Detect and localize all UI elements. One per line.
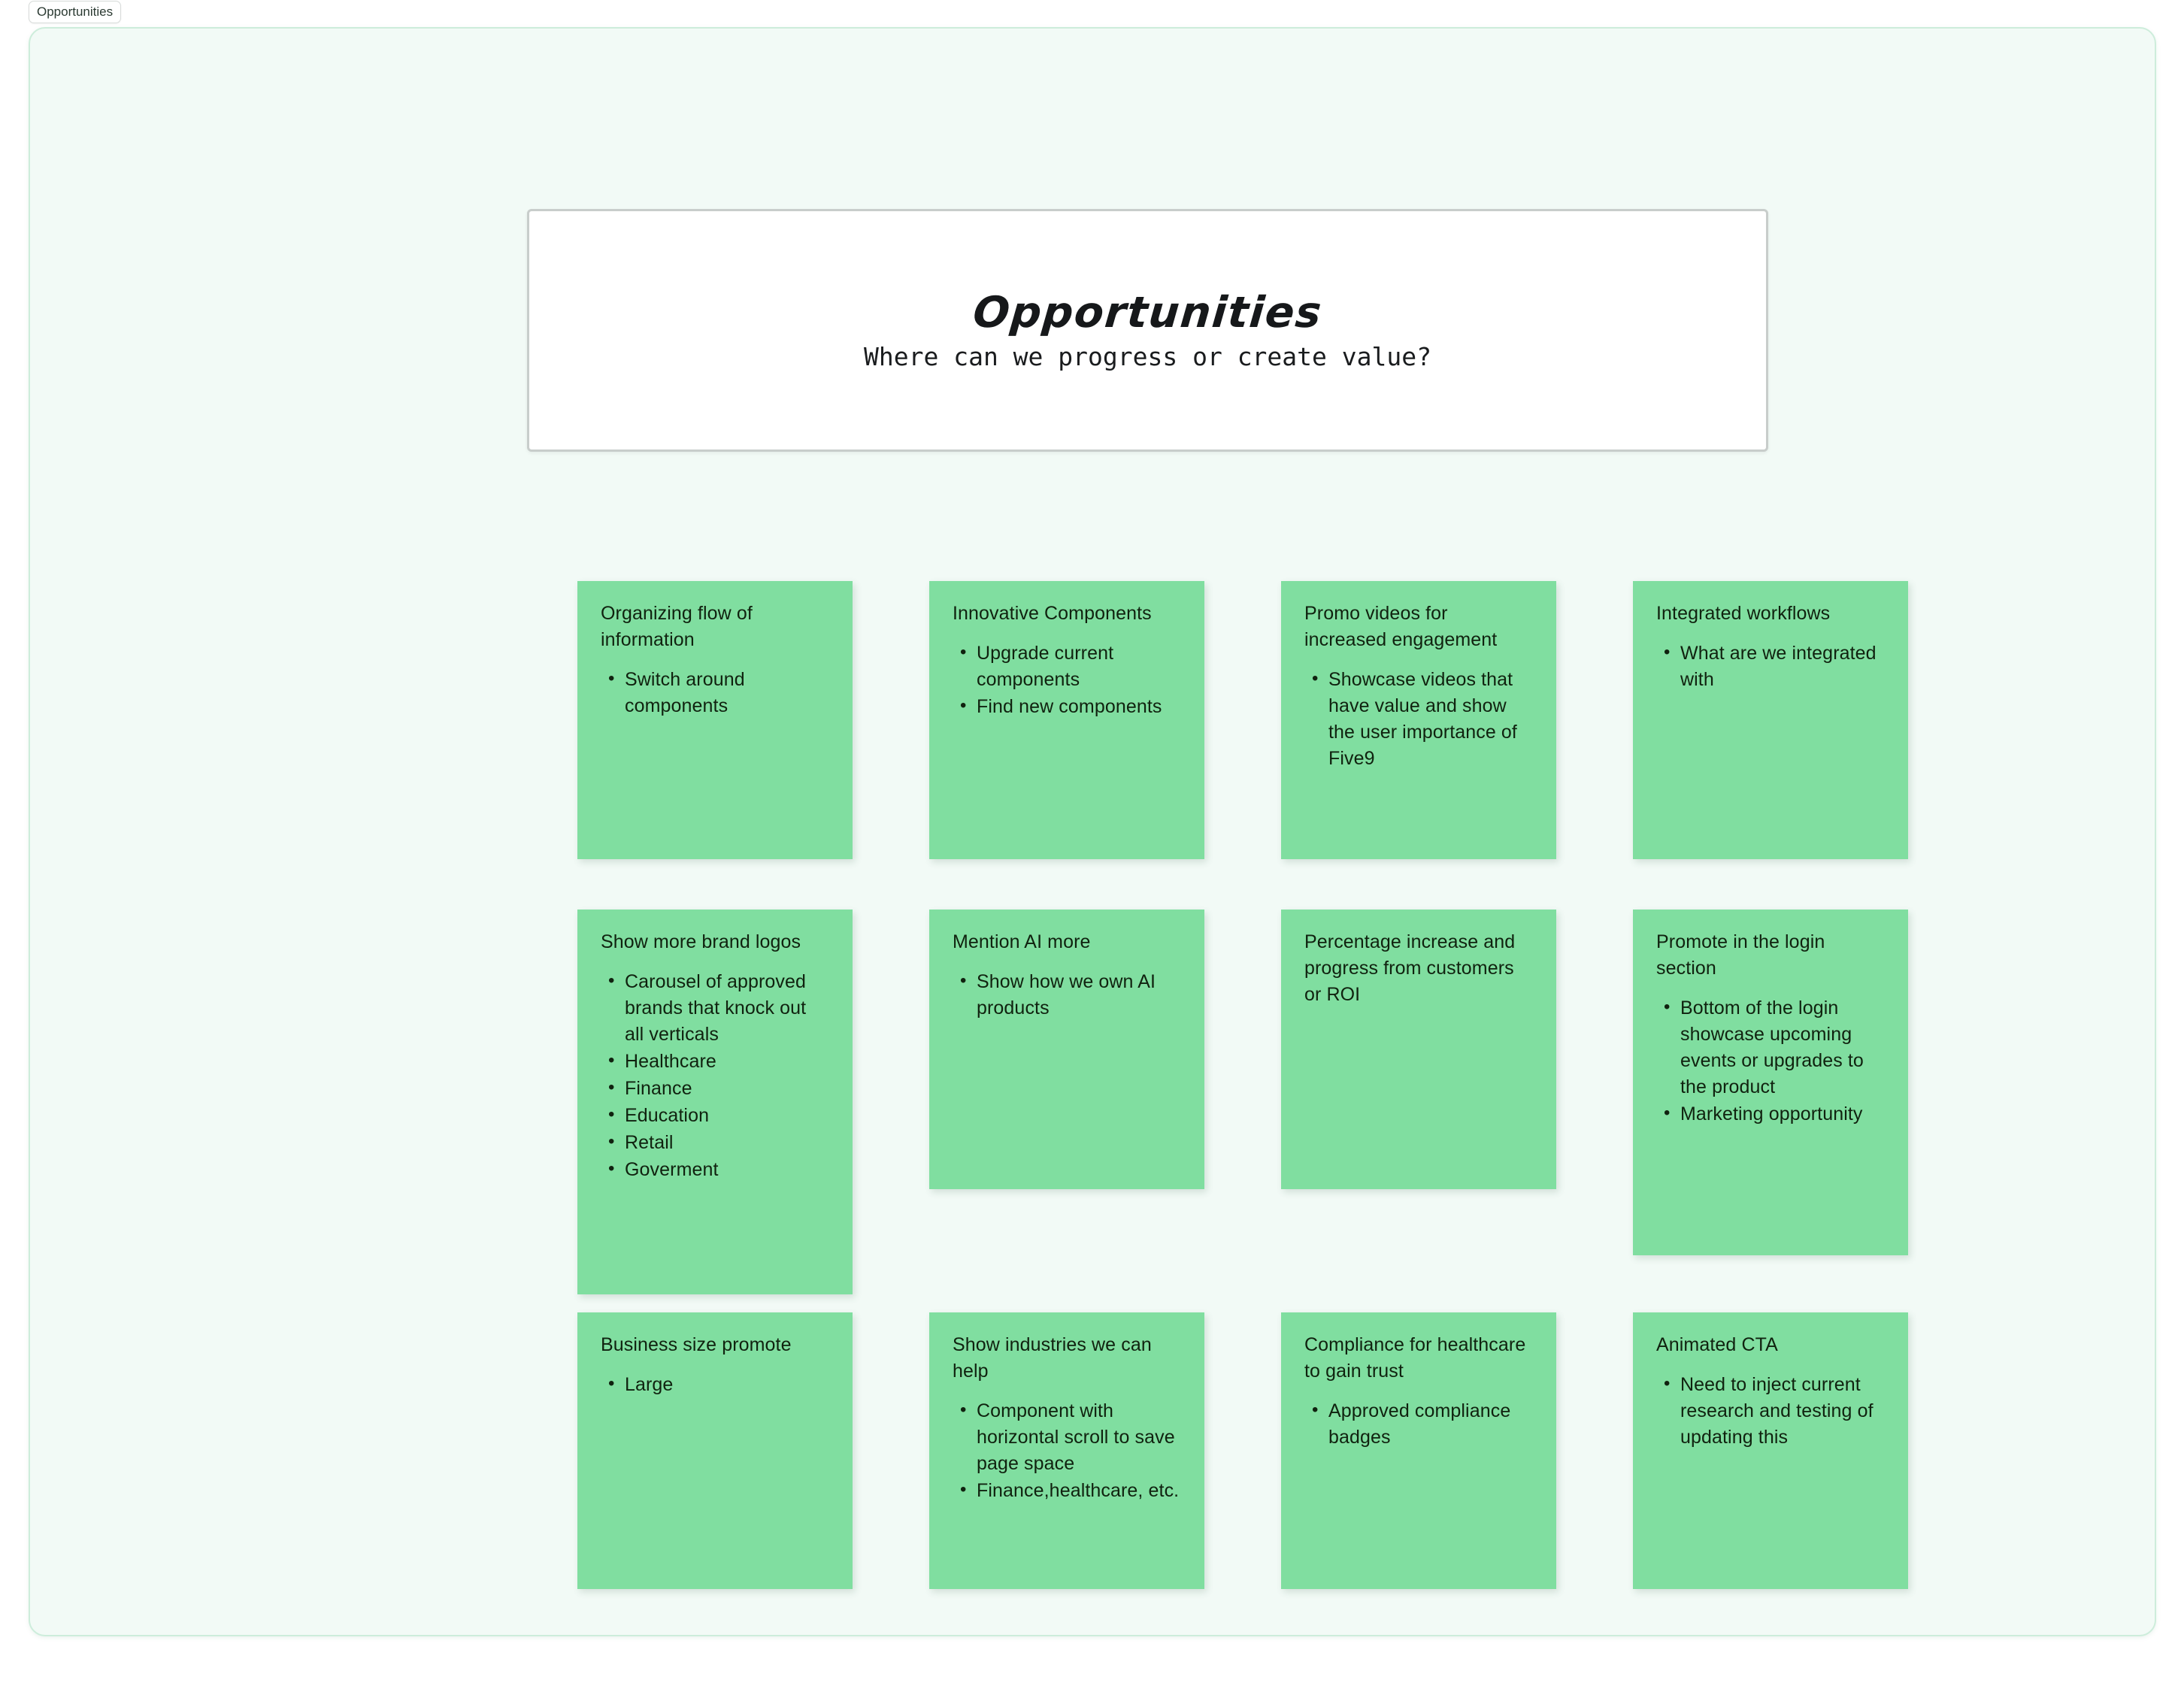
sticky-note[interactable]: Business size promote Large bbox=[577, 1312, 853, 1589]
note-list-item: Bottom of the login showcase upcoming ev… bbox=[1664, 994, 1884, 1100]
sticky-note[interactable]: Promote in the login section Bottom of t… bbox=[1633, 910, 1908, 1255]
sticky-note[interactable]: Organizing flow of information Switch ar… bbox=[577, 581, 853, 859]
note-list-item: Upgrade current components bbox=[960, 640, 1180, 693]
tab-opportunities[interactable]: Opportunities bbox=[29, 1, 122, 23]
board-canvas[interactable]: Opportunities Where can we progress or c… bbox=[29, 27, 2156, 1636]
note-list-item: Finance,healthcare, etc. bbox=[960, 1477, 1180, 1504]
sticky-note[interactable]: Percentage increase and progress from cu… bbox=[1281, 910, 1556, 1189]
note-list: Need to inject current research and test… bbox=[1656, 1371, 1884, 1451]
note-list: Large bbox=[601, 1371, 828, 1398]
page-title: Opportunities bbox=[971, 288, 1325, 337]
sticky-note[interactable]: Mention AI more Show how we own AI produ… bbox=[929, 910, 1204, 1189]
note-list-item: What are we integrated with bbox=[1664, 640, 1884, 693]
note-list-item: Need to inject current research and test… bbox=[1664, 1371, 1884, 1451]
note-title: Animated CTA bbox=[1656, 1334, 1778, 1355]
note-title: Show industries we can help bbox=[953, 1334, 1152, 1382]
note-list-item: Approved compliance badges bbox=[1312, 1397, 1532, 1451]
note-list: Carousel of approved brands that knock o… bbox=[601, 968, 828, 1183]
note-list-item: Switch around components bbox=[608, 666, 828, 719]
note-list: Switch around components bbox=[601, 666, 828, 719]
note-list-item: Showcase videos that have value and show… bbox=[1312, 666, 1532, 772]
note-list-item: Show how we own AI products bbox=[960, 968, 1180, 1022]
header-card: Opportunities Where can we progress or c… bbox=[527, 209, 1768, 452]
sticky-note[interactable]: Show industries we can help Component wi… bbox=[929, 1312, 1204, 1589]
note-list: What are we integrated with bbox=[1656, 640, 1884, 693]
note-list: Showcase videos that have value and show… bbox=[1304, 666, 1532, 772]
sticky-note-grid: Organizing flow of information Switch ar… bbox=[577, 581, 1939, 1589]
note-list-item: Finance bbox=[608, 1075, 828, 1102]
sticky-note[interactable]: Show more brand logos Carousel of approv… bbox=[577, 910, 853, 1294]
note-row-1: Organizing flow of information Switch ar… bbox=[577, 581, 1939, 859]
note-title: Percentage increase and progress from cu… bbox=[1304, 931, 1516, 1005]
note-title: Promote in the login section bbox=[1656, 931, 1825, 979]
note-list: Bottom of the login showcase upcoming ev… bbox=[1656, 994, 1884, 1128]
note-title: Compliance for healthcare to gain trust bbox=[1304, 1334, 1526, 1382]
sticky-note[interactable]: Promo videos for increased engagement Sh… bbox=[1281, 581, 1556, 859]
note-title: Organizing flow of information bbox=[601, 603, 753, 650]
note-title: Business size promote bbox=[601, 1334, 792, 1355]
tab-strip: Opportunities bbox=[0, 0, 2184, 32]
sticky-note[interactable]: Animated CTA Need to inject current rese… bbox=[1633, 1312, 1908, 1589]
sticky-note[interactable]: Integrated workflows What are we integra… bbox=[1633, 581, 1908, 859]
sticky-note[interactable]: Compliance for healthcare to gain trust … bbox=[1281, 1312, 1556, 1589]
note-list-item: Carousel of approved brands that knock o… bbox=[608, 968, 828, 1048]
note-list-item: Marketing opportunity bbox=[1664, 1100, 1884, 1128]
note-list-item: Goverment bbox=[608, 1156, 828, 1183]
note-list-item: Retail bbox=[608, 1129, 828, 1156]
note-list-item: Large bbox=[608, 1371, 828, 1398]
note-list: Show how we own AI products bbox=[953, 968, 1180, 1022]
note-list-item: Component with horizontal scroll to save… bbox=[960, 1397, 1180, 1477]
note-title: Show more brand logos bbox=[601, 931, 801, 952]
note-list: Component with horizontal scroll to save… bbox=[953, 1397, 1180, 1504]
note-title: Integrated workflows bbox=[1656, 603, 1831, 624]
note-title: Mention AI more bbox=[953, 931, 1091, 952]
note-row-3: Business size promote Large Show industr… bbox=[577, 1312, 1939, 1589]
note-list: Approved compliance badges bbox=[1304, 1397, 1532, 1451]
note-list: Upgrade current components Find new comp… bbox=[953, 640, 1180, 720]
note-title: Promo videos for increased engagement bbox=[1304, 603, 1498, 650]
note-list-item: Find new components bbox=[960, 693, 1180, 720]
sticky-note[interactable]: Innovative Components Upgrade current co… bbox=[929, 581, 1204, 859]
note-list-item: Education bbox=[608, 1102, 828, 1129]
note-list-item: Healthcare bbox=[608, 1048, 828, 1075]
note-row-2: Show more brand logos Carousel of approv… bbox=[577, 910, 1939, 1294]
note-title: Innovative Components bbox=[953, 603, 1152, 624]
page-subtitle: Where can we progress or create value? bbox=[864, 341, 1431, 371]
